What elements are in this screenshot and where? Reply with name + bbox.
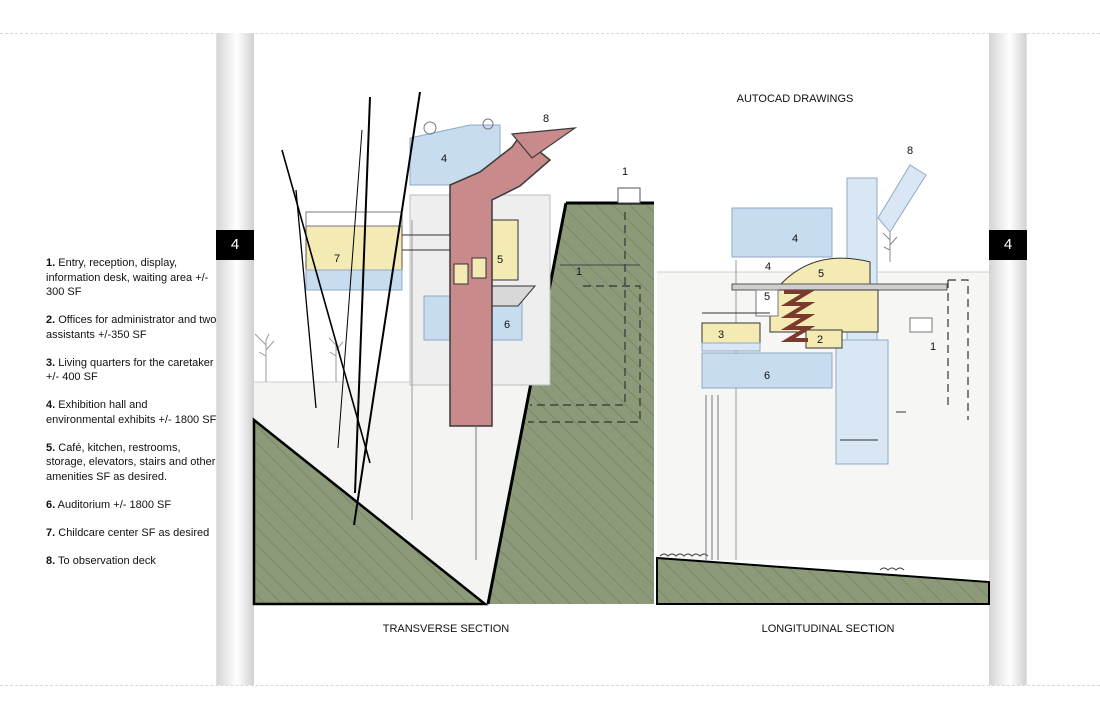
- legend-number: 3.: [46, 356, 56, 369]
- sight-line: [354, 96, 371, 494]
- legend-number: 2.: [46, 314, 56, 326]
- drawings-title: AUTOCAD DRAWINGS: [737, 93, 854, 105]
- circulation-tower: [449, 132, 552, 427]
- cliff-mass: [488, 203, 654, 604]
- page-tab-right: 4: [989, 230, 1027, 260]
- legend-text: Living quarters for the caretaker +/- 40…: [46, 356, 214, 384]
- legend-item-4: 4. Exhibition hall and environmental exh…: [46, 398, 218, 427]
- section-caption-longitudinal: LONGITUDINAL SECTION: [762, 623, 895, 635]
- legend-number: 4.: [46, 399, 56, 411]
- legend-item-2: 2. Offices for administrator and two ass…: [46, 313, 218, 342]
- legend-number: 7.: [46, 526, 56, 539]
- left-hillside: [252, 417, 489, 606]
- ground-mass: [656, 556, 990, 605]
- legend-item-6: 6. Auditorium +/- 1800 SF: [46, 498, 218, 513]
- middle-level: [769, 289, 879, 333]
- grass-line: [659, 553, 905, 571]
- room-label-5-arch: 5: [818, 268, 824, 280]
- lower-exhibit-block: [835, 339, 889, 465]
- tower-window: [471, 257, 487, 279]
- longitudinal-section: 8 4 4 5 5 3 2 1 6 LONGITUDINAL SECTION: [656, 145, 990, 635]
- underground-dashed-outline: [947, 279, 969, 420]
- legend-item-7: 7. Childcare center SF as desired: [46, 526, 218, 541]
- room-label-8: 8: [543, 113, 549, 125]
- cliff-edge-line: [486, 202, 568, 605]
- room-label-6: 6: [764, 370, 770, 382]
- room-label-4: 4: [441, 153, 447, 165]
- legend-text: Childcare center SF as desired: [55, 526, 210, 539]
- room-label-2: 2: [817, 334, 823, 346]
- room-label-5: 5: [497, 254, 503, 266]
- binder-strip-right: [989, 33, 1027, 685]
- legend-item-3: 3. Living quarters for the caretaker +/-…: [46, 356, 218, 385]
- sight-line: [353, 91, 421, 526]
- side-window: [909, 317, 933, 333]
- underground-dashed-outline: [528, 285, 641, 423]
- room-label-6: 6: [504, 319, 510, 331]
- room-label-8: 8: [907, 145, 913, 157]
- room-label-1-lower: 1: [576, 266, 582, 278]
- legend-number: 8.: [46, 554, 56, 567]
- tree-icon: [254, 333, 275, 382]
- exhibit-block-4: [731, 207, 833, 258]
- room-label-5-service: 5: [764, 291, 770, 303]
- legend-text: To observation deck: [55, 554, 156, 567]
- entry-hut: [617, 187, 641, 204]
- legend-text: Exhibition hall and environmental exhibi…: [46, 399, 217, 426]
- sight-line: [337, 129, 363, 449]
- observation-deck-arm: [877, 164, 927, 233]
- tower-window: [453, 263, 469, 285]
- room-label-1: 1: [930, 341, 936, 353]
- tree-icon: [882, 232, 898, 262]
- main-floor-slab: [731, 283, 948, 291]
- upper-frame: [305, 211, 403, 227]
- legend-number: 5.: [46, 441, 56, 454]
- shrub-icon: [423, 121, 437, 135]
- program-legend: 1. Entry, reception, display, informatio…: [46, 256, 218, 582]
- binder-strip-left: [216, 33, 254, 685]
- transverse-section: 8 4 1 7 5 1 6 TRANSVERSE SECTION: [252, 91, 654, 635]
- legend-item-8: 8. To observation deck: [46, 554, 218, 569]
- sight-line: [295, 189, 317, 409]
- auditorium-block-6: [701, 352, 833, 389]
- service-block-5: [755, 289, 779, 317]
- caretaker-block-3: [701, 322, 761, 344]
- legend-text: Offices for administrator and two assist…: [46, 314, 217, 341]
- room-label-3: 3: [718, 329, 724, 341]
- legend-text: Café, kitchen, restrooms, storage, eleva…: [46, 441, 216, 483]
- page-edge-left: [216, 33, 217, 685]
- page-edge-right: [1026, 33, 1027, 685]
- exhibit-block-4: [409, 124, 501, 186]
- legend-item-1: 1. Entry, reception, display, informatio…: [46, 256, 218, 300]
- shrub-icon: [482, 118, 494, 130]
- legend-number: 6.: [46, 498, 56, 511]
- lower-blue-deck: [305, 269, 403, 291]
- page-tab-left: 4: [216, 230, 254, 260]
- legend-text: Auditorium +/- 1800 SF: [55, 498, 172, 511]
- room-label-7: 7: [334, 253, 340, 265]
- stair-icon: [780, 290, 816, 342]
- legend-number: 1.: [46, 257, 56, 269]
- section-caption-transverse: TRANSVERSE SECTION: [383, 623, 510, 635]
- cafe-arch-5: [779, 257, 871, 289]
- deck-arrow: [510, 127, 578, 159]
- room-label-1: 1: [622, 166, 628, 178]
- legend-text: Entry, reception, display, information d…: [46, 257, 209, 298]
- room-label-4-lower: 4: [765, 261, 771, 273]
- office-block-2: [805, 329, 843, 349]
- caretaker-deck: [701, 342, 761, 352]
- room-label-4-upper: 4: [792, 233, 798, 245]
- legend-item-5: 5. Café, kitchen, restrooms, storage, el…: [46, 441, 218, 485]
